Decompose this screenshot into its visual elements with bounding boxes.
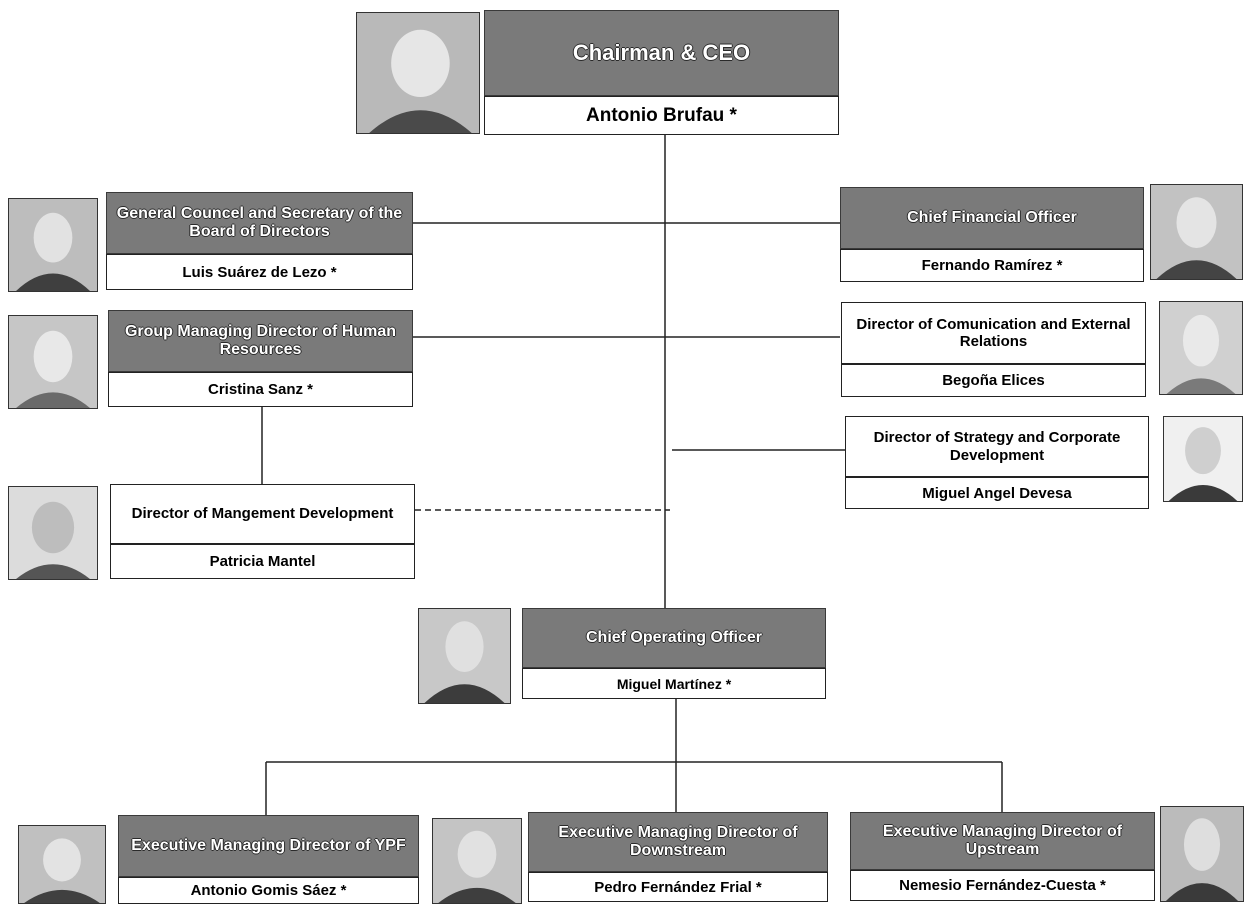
downstream-photo <box>432 818 522 904</box>
general-counsel-title: General Councel and Secretary of the Boa… <box>106 192 413 254</box>
coo-name: Miguel Martínez * <box>522 668 826 699</box>
communication-photo <box>1159 301 1243 395</box>
strategy-title: Director of Strategy and Corporate Devel… <box>845 416 1149 477</box>
communication-name: Begoña Elices <box>841 364 1146 397</box>
chairman-name: Antonio Brufau * <box>484 96 839 135</box>
downstream-name: Pedro Fernández Frial * <box>528 872 828 902</box>
upstream-title: Executive Managing Director of Upstream <box>850 812 1155 870</box>
general-counsel-name: Luis Suárez de Lezo * <box>106 254 413 290</box>
cfo-name: Fernando Ramírez * <box>840 249 1144 282</box>
hr-name: Cristina Sanz * <box>108 372 413 407</box>
communication-title: Director of Comunication and External Re… <box>841 302 1146 364</box>
ypf-title: Executive Managing Director of YPF <box>118 815 419 877</box>
cfo-photo <box>1150 184 1243 280</box>
management-dev-photo <box>8 486 98 580</box>
general-counsel-photo <box>8 198 98 292</box>
downstream-title: Executive Managing Director of Downstrea… <box>528 812 828 872</box>
cfo-title: Chief Financial Officer <box>840 187 1144 249</box>
coo-title: Chief Operating Officer <box>522 608 826 668</box>
hr-title: Group Managing Director of Human Resourc… <box>108 310 413 372</box>
ypf-name: Antonio Gomis Sáez * <box>118 877 419 904</box>
upstream-name: Nemesio Fernández-Cuesta * <box>850 870 1155 901</box>
coo-photo <box>418 608 511 704</box>
upstream-photo <box>1160 806 1244 902</box>
management-dev-title: Director of Mangement Development <box>110 484 415 544</box>
ypf-photo <box>18 825 106 904</box>
strategy-name: Miguel Angel Devesa <box>845 477 1149 509</box>
chairman-title: Chairman & CEO <box>484 10 839 96</box>
management-dev-name: Patricia Mantel <box>110 544 415 579</box>
strategy-photo <box>1163 416 1243 502</box>
chairman-photo <box>356 12 480 134</box>
hr-photo <box>8 315 98 409</box>
